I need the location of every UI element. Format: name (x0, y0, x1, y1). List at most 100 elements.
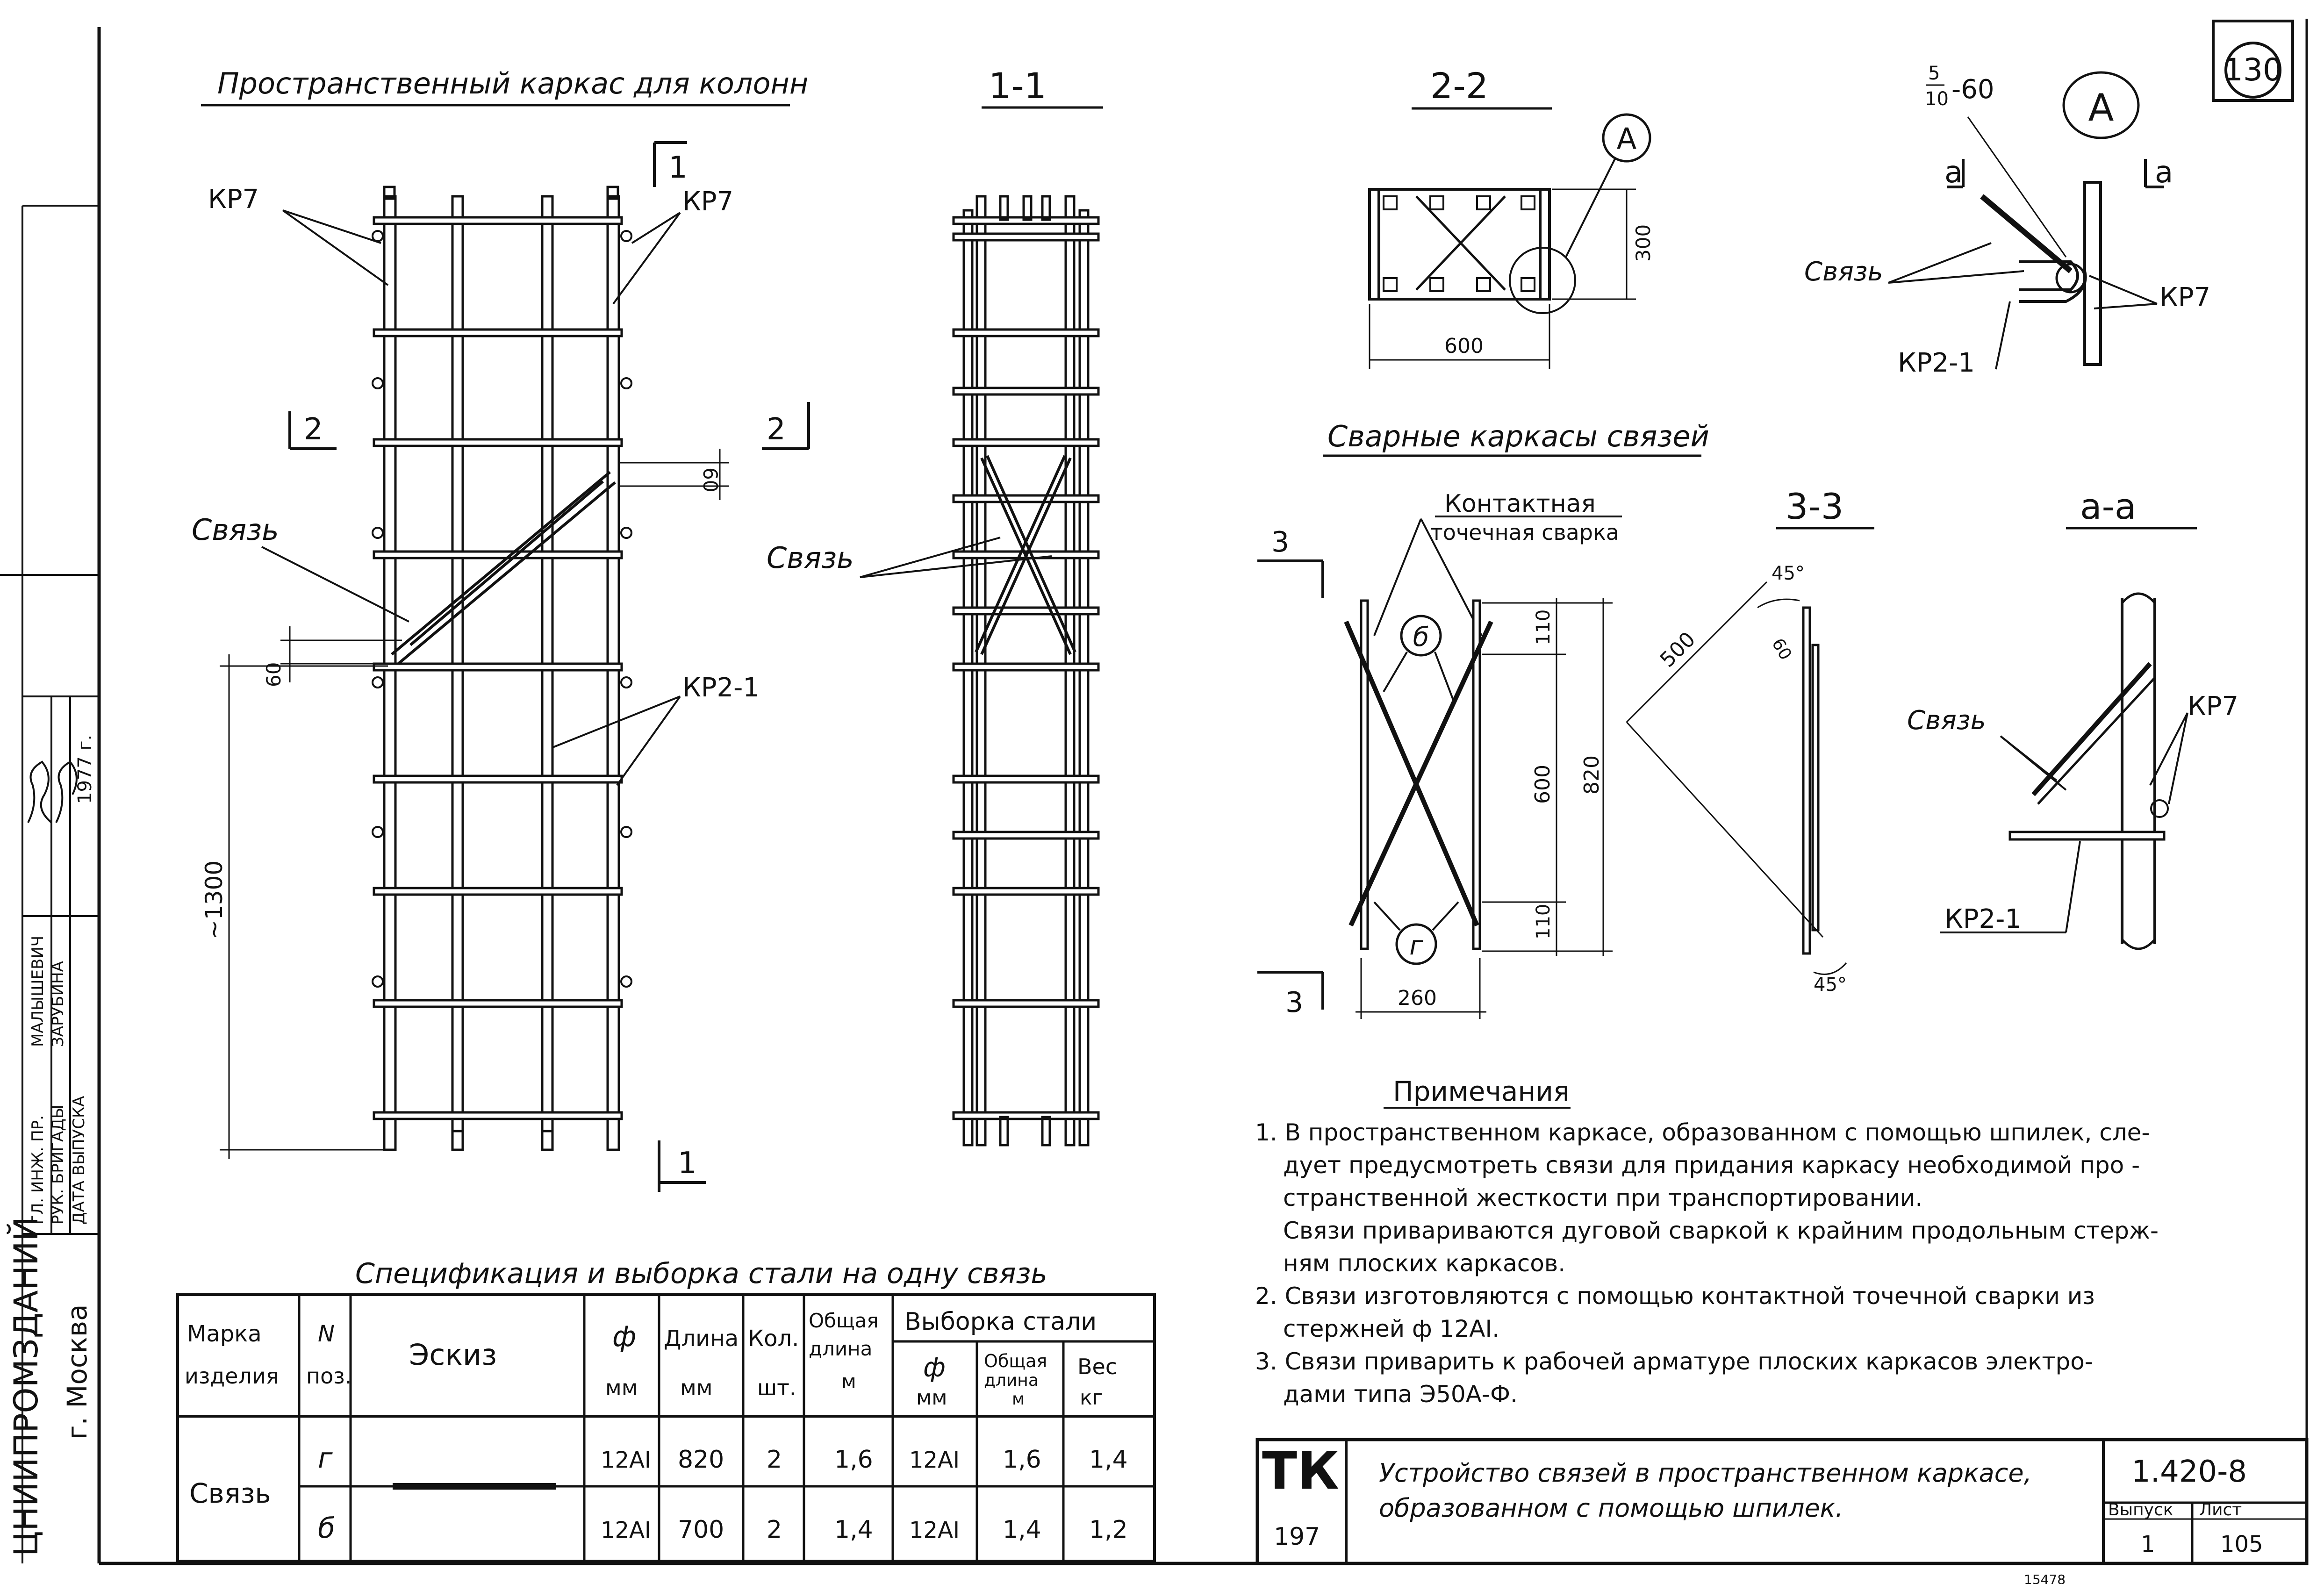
column-cage-front (372, 186, 632, 1151)
x-brace-elevation: 3 3 б г 110 600 110 820 260 (1257, 526, 1613, 1019)
svg-text:Кол.: Кол. (748, 1326, 799, 1352)
svg-text:12АI: 12АI (909, 1517, 960, 1543)
svg-text:1,6: 1,6 (834, 1446, 873, 1474)
stamp-fragment: 15478 (2024, 1572, 2066, 1584)
svg-text:12АI: 12АI (601, 1517, 651, 1543)
note-line-3: странственной жесткости при транспортиро… (1283, 1184, 1922, 1211)
spec-row-0: г 12АI 820 2 1,6 12АI 1,6 1,4 (318, 1442, 1128, 1475)
svg-text:б: б (318, 1512, 335, 1545)
stamp-city: г. Москва (61, 1304, 93, 1440)
svg-text:130: 130 (2224, 52, 2282, 88)
tk-mark: ТК (1262, 1441, 1339, 1501)
svg-text:Связь: Связь (1907, 705, 1986, 736)
section-1-1-title: 1-1 (989, 65, 1047, 107)
section-3-3: 500 45° 60 45° (1626, 563, 1847, 996)
svg-text:1,4: 1,4 (1003, 1516, 1041, 1544)
svg-text:45°: 45° (1814, 974, 1847, 996)
svg-text:КР2-1: КР2-1 (1898, 348, 1975, 378)
svg-text:мм: мм (605, 1375, 638, 1400)
label-kr7-left: КР7 (208, 184, 259, 215)
contact-weld-label-1: Контактная (1444, 490, 1596, 518)
svg-text:Связь: Связь (1804, 257, 1883, 287)
svg-text:Эскиз: Эскиз (409, 1338, 497, 1372)
svg-text:1: 1 (668, 151, 688, 185)
svg-text:м: м (1012, 1390, 1025, 1409)
svg-text:б: б (1413, 622, 1429, 652)
svg-text:Вес: Вес (1077, 1354, 1117, 1379)
section-2-2-title: 2-2 (1430, 65, 1488, 107)
stamp-year: 1977 г. (74, 735, 96, 804)
notes-block: Примечания 1. В пространственном каркасе… (1255, 1075, 2159, 1408)
svg-text:ф: ф (612, 1320, 636, 1353)
svg-text:12АI: 12АI (601, 1447, 651, 1473)
svg-text:3: 3 (1271, 526, 1289, 559)
doc-code: 1.420-8 (2131, 1455, 2247, 1489)
contact-weld-label-2: точечная сварка (1430, 520, 1619, 545)
svg-text:кг: кг (1080, 1386, 1103, 1410)
dims-main: 60 60 ~1300 (201, 449, 729, 1159)
note-line-8: 3. Связи приварить к рабочей арматуре пл… (1255, 1348, 2093, 1375)
title-line-1: Устройство связей в пространственном кар… (1379, 1458, 2032, 1488)
signature-2 (55, 760, 78, 823)
tk-number: 197 (1274, 1523, 1320, 1551)
signature-1 (27, 760, 52, 824)
welded-title: Сварные каркасы связей (1327, 419, 1709, 453)
spec-title: Спецификация и выборка стали на одну свя… (355, 1257, 1047, 1290)
spec-table: Марка изделия N поз. Эскиз ф мм Длина мм… (176, 1293, 1156, 1562)
svg-text:ф: ф (923, 1353, 946, 1383)
svg-text:г: г (1409, 931, 1423, 961)
svg-text:мм: мм (916, 1386, 947, 1410)
section-2-2-plan: А 600 300 (1368, 113, 1655, 369)
section-3-3-title: 3-3 (1786, 486, 1843, 527)
svg-text:2: 2 (767, 1446, 782, 1474)
stamp-row-1-role: РУК. БРИГАДЫ (49, 1104, 67, 1225)
svg-text:длина: длина (809, 1337, 872, 1360)
svg-text:а: а (1944, 155, 1963, 190)
svg-text:110: 110 (1533, 904, 1554, 939)
svg-text:КР2-1: КР2-1 (1944, 904, 2022, 934)
svg-text:А: А (2088, 86, 2114, 129)
svg-text:Марка: Марка (187, 1321, 262, 1347)
spec-item: Связь (189, 1477, 271, 1509)
label-svyaz-1-1: Связь (767, 541, 854, 575)
svg-text:105: 105 (2220, 1531, 2263, 1557)
note-line-4: Связи привариваются дуговой сваркой к кр… (1283, 1217, 2159, 1244)
svg-text:1: 1 (2141, 1531, 2155, 1557)
svg-text:12АI: 12АI (909, 1447, 960, 1473)
svg-text:700: 700 (678, 1516, 724, 1544)
detail-A: 5 10 -60 А а а Связь КР7 КР2-1 (1804, 63, 2210, 378)
svg-text:мм: мм (680, 1375, 712, 1400)
svg-text:КР7: КР7 (2188, 691, 2238, 722)
cut-mark-2-right: 2 (762, 402, 810, 450)
stamp-row-0-name: МАЛЫШЕВИЧ (29, 936, 47, 1047)
note-line-1: 1. В пространственном каркасе, образован… (1255, 1119, 2150, 1146)
title-block: ТК 197 Устройство связей в пространствен… (1255, 1438, 2309, 1565)
svg-text:N: N (318, 1321, 335, 1347)
svg-text:1,4: 1,4 (1089, 1446, 1128, 1474)
svg-text:Длина: Длина (664, 1326, 739, 1352)
title-line-2: образованном с помощью шпилек. (1379, 1493, 1843, 1523)
svg-text:110: 110 (1533, 609, 1554, 645)
stamp-row-1-name: ЗАРУБИНА (49, 961, 67, 1047)
svg-text:шт.: шт. (757, 1375, 796, 1400)
cut-mark-1-bottom: 1 (658, 1140, 706, 1192)
cut-mark-2-left: 2 (288, 411, 337, 450)
svg-text:Общая: Общая (984, 1351, 1047, 1371)
svg-text:820: 820 (1580, 755, 1604, 795)
page-badge: 130 (2212, 20, 2294, 102)
svg-text:изделия: изделия (185, 1363, 279, 1389)
svg-text:5: 5 (1928, 63, 1940, 84)
note-line-6: 2. Связи изготовляются с помощью контакт… (1255, 1283, 2095, 1310)
svg-text:а: а (2155, 155, 2173, 190)
svg-text:~1300: ~1300 (201, 860, 228, 939)
svg-text:820: 820 (678, 1446, 724, 1474)
svg-text:1,2: 1,2 (1089, 1516, 1128, 1544)
label-svyaz-main: Связь (192, 513, 279, 547)
stamp-org: ЦНИИПРОМЗДАНИЙ (7, 1217, 45, 1556)
svg-text:КР7: КР7 (2159, 282, 2210, 313)
label-kr7-right: КР7 (682, 186, 733, 217)
spec-row-1: б 12АI 700 2 1,4 12АI 1,4 1,2 (318, 1512, 1128, 1545)
svg-text:2: 2 (304, 412, 323, 447)
svg-text:А: А (1617, 122, 1636, 156)
